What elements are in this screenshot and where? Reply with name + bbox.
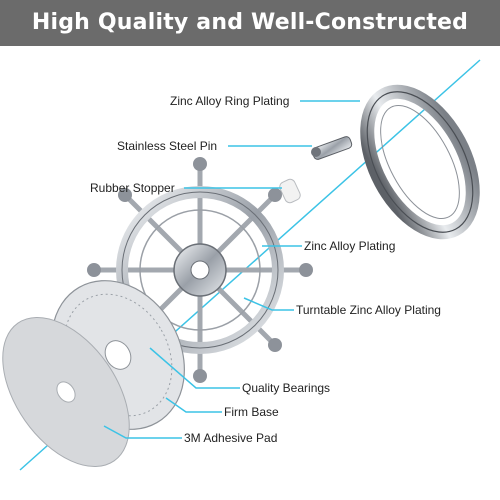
label-zinc-plating: Zinc Alloy Plating <box>304 239 396 253</box>
header-title: High Quality and Well-Constructed <box>0 0 500 46</box>
label-bearings: Quality Bearings <box>242 381 331 395</box>
label-turntable: Turntable Zinc Alloy Plating <box>296 303 441 317</box>
leader-bearings <box>149 347 240 389</box>
ring-image <box>360 84 480 240</box>
label-firm-base: Firm Base <box>224 405 279 419</box>
leader-turntable <box>243 297 294 311</box>
leader-firm-base <box>165 397 222 413</box>
label-ring-plating: Zinc Alloy Ring Plating <box>170 94 290 108</box>
label-adhesive-pad: 3M Adhesive Pad <box>184 431 278 445</box>
label-rubber-stopper: Rubber Stopper <box>90 181 175 195</box>
leader-adhesive-pad <box>103 425 182 439</box>
steel-pin-image <box>311 136 353 160</box>
label-steel-pin: Stainless Steel Pin <box>117 139 218 153</box>
rubber-stopper-image <box>279 178 301 204</box>
adhesive-pad-image <box>2 316 130 468</box>
